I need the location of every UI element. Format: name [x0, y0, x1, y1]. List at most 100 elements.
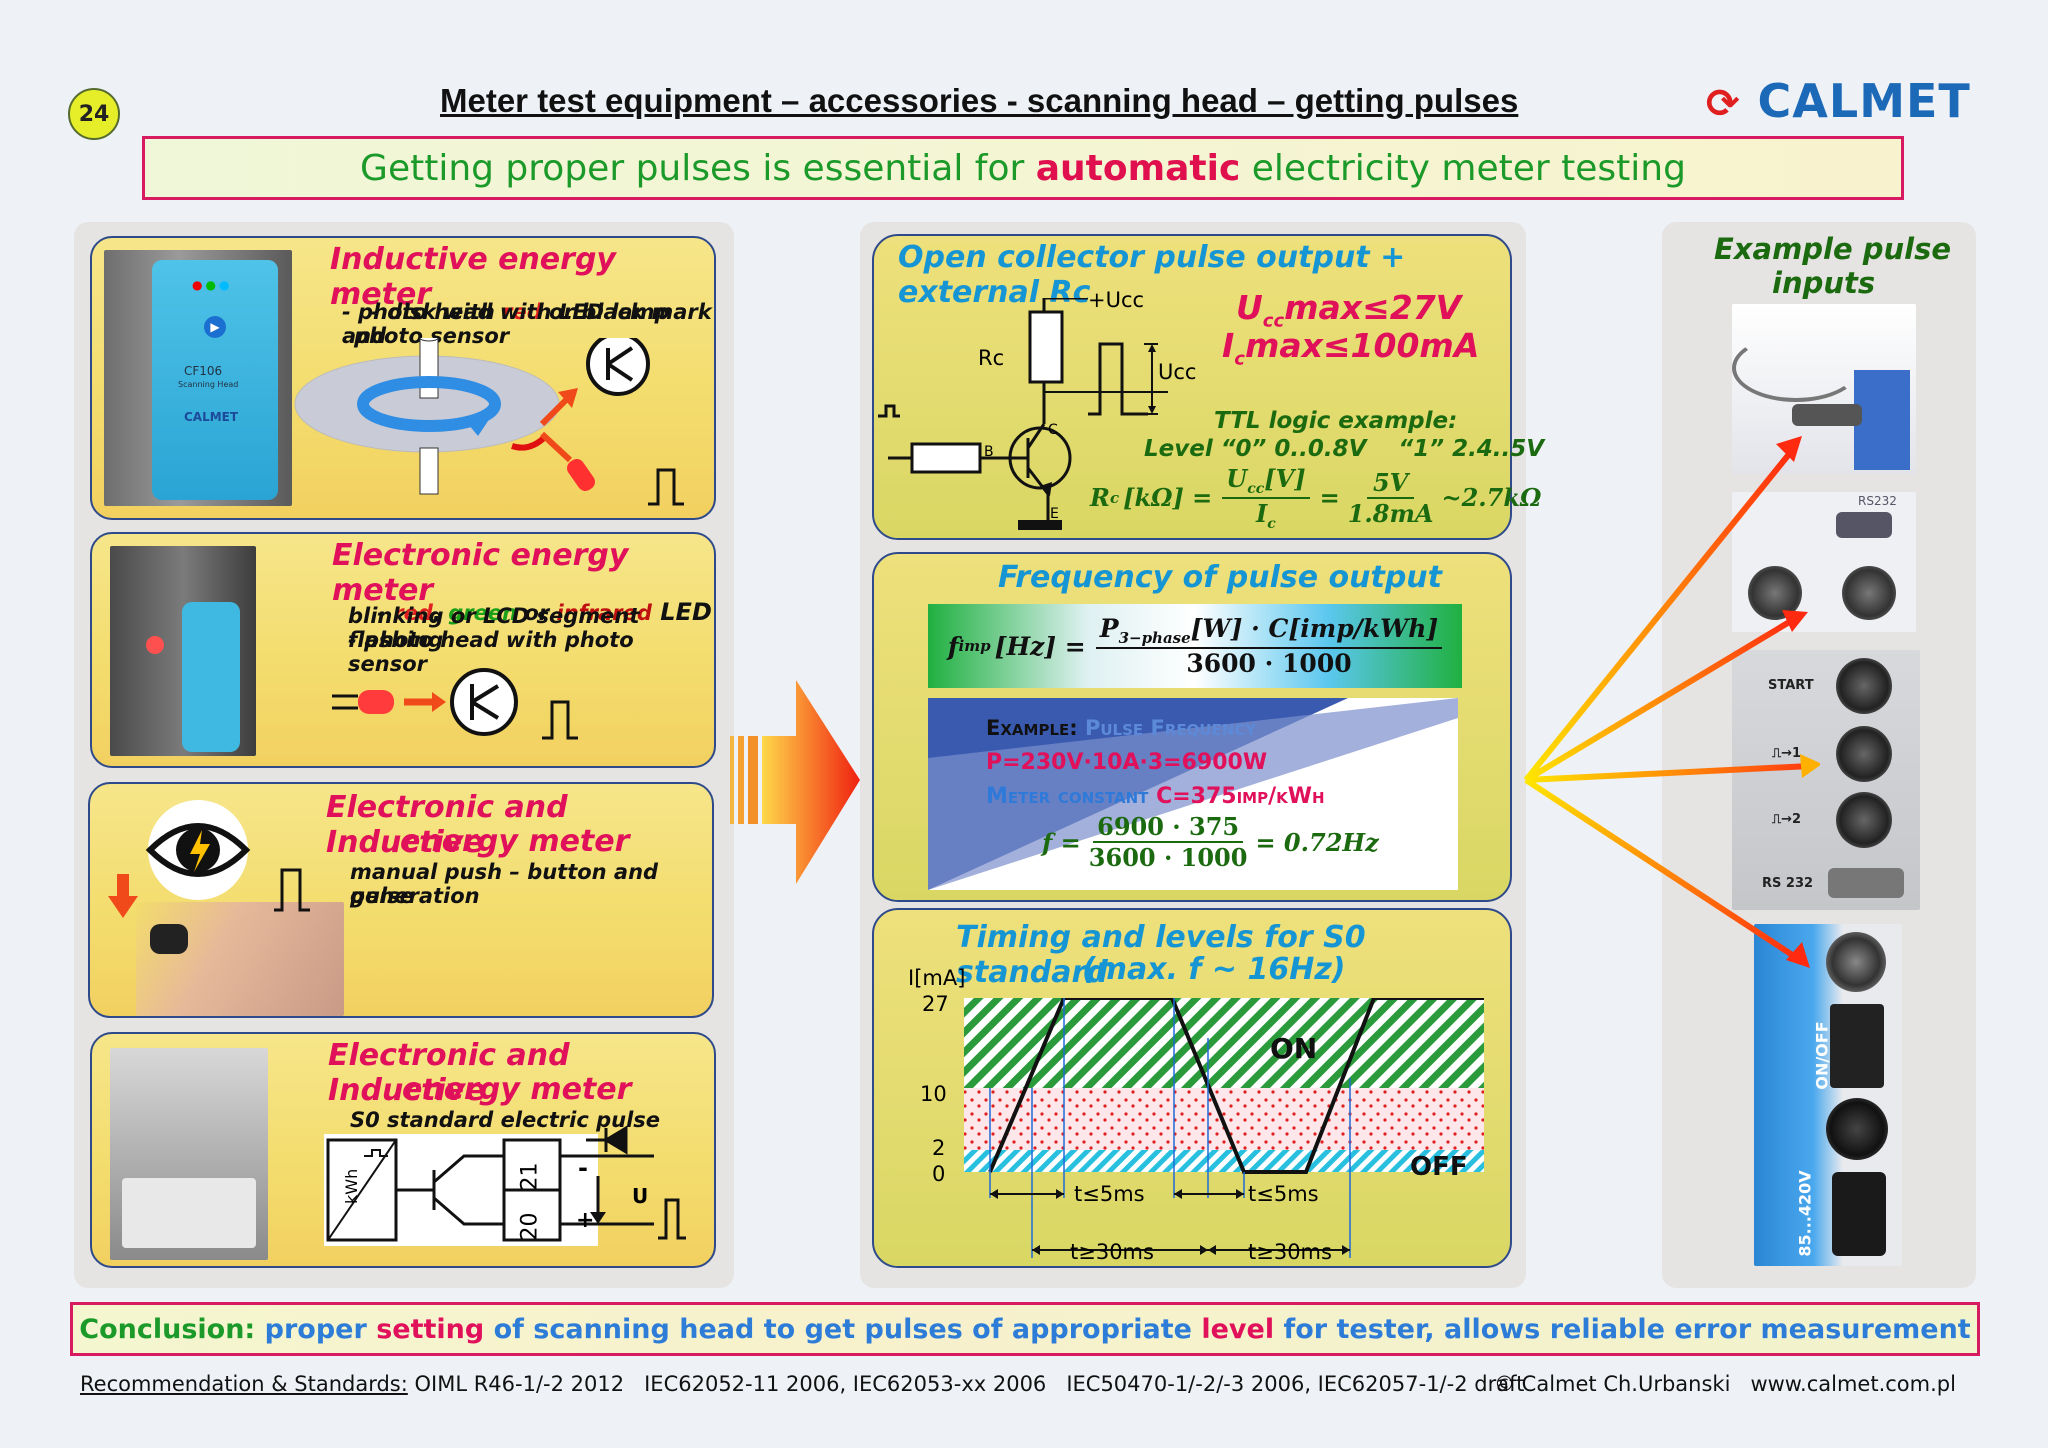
power-panel-photo: ON/OFF 85...420V: [1754, 924, 1902, 1266]
down-arrow-icon: [108, 874, 138, 918]
phototransistor-symbol: [450, 668, 518, 736]
inductive-line1: - disk with red or black mark: [371, 300, 712, 324]
cable-connector-photo: [1732, 304, 1916, 474]
led-to-sensor-diagram: [332, 668, 578, 740]
diode-symbol: [586, 1125, 628, 1155]
fall-time-label: t≤5ms: [1248, 1182, 1319, 1206]
red-led: [358, 690, 394, 714]
terminal-20-box: [502, 1188, 562, 1242]
footer-rec-label: Recommendation & Standards:: [80, 1372, 408, 1396]
logo-mark-icon: ⟳: [1706, 81, 1741, 127]
terminal-plus: +: [576, 1208, 595, 1233]
arrow-to-pulse-socket: [1524, 777, 1802, 963]
device-subtitle: Scanning Head: [178, 380, 239, 389]
pulse-icon: [648, 468, 684, 506]
big-right-arrow: [730, 680, 860, 884]
phototransistor-symbol: [586, 338, 650, 396]
power-inlet: [1832, 1172, 1886, 1256]
emitter-label: E: [1050, 506, 1059, 522]
y-tick-27: 27: [922, 992, 949, 1016]
pulse-icon: [658, 1198, 686, 1240]
timing-heading-1: Timing and levels for S0 standard: [956, 920, 1366, 990]
device-model: CF106: [184, 364, 223, 378]
headline-banner: Getting proper pulses is essential for a…: [142, 136, 1904, 200]
light-arrow-down: [539, 431, 573, 463]
voltage-label: 85...420V: [1795, 1170, 1815, 1257]
calmet-logo: ⟳ CALMET: [1706, 74, 1971, 128]
electronic-line2: blinking or LCD segment flashing: [348, 604, 640, 652]
onoff-label: ON/OFF: [1812, 1021, 1832, 1090]
arrow-to-rs232: [1524, 615, 1798, 783]
led-lamp: [567, 459, 595, 491]
base-resistor: [910, 442, 982, 474]
conclusion-banner: Conclusion: proper setting of scanning h…: [70, 1302, 1980, 1356]
conclusion-level: level: [1201, 1313, 1275, 1345]
s0-line1: S0 standard electric pulse: [350, 1108, 661, 1132]
time-markers: [989, 998, 1351, 1258]
cable: [1732, 334, 1860, 402]
manual-pulse-box: Electronic and Inductive energy meter ma…: [88, 782, 714, 1018]
right-heading-1: Example pulse: [1714, 232, 1952, 266]
on-zone: [964, 998, 1484, 1088]
s0-heading-1: Electronic and Inductive: [328, 1038, 570, 1108]
ttl-levels: Level “0” 0..0.8V “1” 2.4..5V: [1144, 436, 1545, 462]
start-socket: [1836, 658, 1892, 714]
banner-emphasis: automatic: [1035, 147, 1241, 189]
scanning-head-photo: ●●● ▶ CF106 Scanning Head CALMET: [104, 250, 292, 506]
open-collector-box: Open collector pulse output + external R…: [872, 234, 1544, 540]
example-constant: Meter constant C=375imp/kWh: [986, 784, 1325, 809]
inductive-heading: Inductive energy meter: [330, 242, 616, 312]
ic-max: Icmax≤100mA: [1222, 326, 1480, 370]
footer-standards: Recommendation & Standards: OIML R46-1/-…: [80, 1372, 1524, 1396]
conclusion-end: for tester, allows reliable error measur…: [1274, 1313, 1971, 1345]
meter-led-photo: [110, 546, 256, 756]
db9-port: [1836, 512, 1892, 538]
input-pulse-icon: [878, 404, 900, 418]
terminal-21-box: [502, 1138, 562, 1192]
y-tick-10: 10: [920, 1082, 947, 1106]
y-tick-2: 2: [932, 1136, 946, 1160]
s0-heading-2: energy meter: [402, 1072, 632, 1107]
ucc-supply-label: +Ucc: [1088, 288, 1145, 312]
conclusion-middle: of scanning head to get pulses of approp…: [493, 1313, 1202, 1345]
on-duration-label: t≥30ms: [1070, 1240, 1154, 1264]
power-switch: [1830, 1004, 1884, 1088]
manual-heading-1: Electronic and Inductive: [326, 790, 568, 860]
db9-port-bottom: [1828, 868, 1904, 898]
fuse-holder: [1826, 1098, 1888, 1160]
kwh-label: kWh: [342, 1168, 361, 1204]
meter-led-glow: [146, 636, 164, 654]
push-button: [150, 924, 188, 954]
device-brand: CALMET: [184, 410, 239, 424]
example-title: Example: Pulse Frequency: [986, 716, 1257, 740]
play-icon: ▶: [204, 316, 226, 338]
start-label: START: [1768, 678, 1814, 693]
scanning-head-side: [182, 602, 240, 752]
pulse-icon: [274, 868, 310, 912]
conclusion-proper: proper: [264, 1313, 377, 1345]
ucc-amplitude-label: Ucc: [1158, 360, 1197, 384]
conclusion-setting: setting: [376, 1313, 494, 1345]
y-axis-label: I[mA]: [908, 966, 966, 990]
terminal-block: [122, 1178, 256, 1248]
input2-label: ⎍→2: [1772, 812, 1802, 827]
rotation-arrow: [357, 376, 501, 432]
connector-plug: [1792, 404, 1862, 426]
banner-text-before: Getting proper pulses is essential for: [360, 147, 1036, 189]
inductive-line2: - photo head with LED lamp and: [342, 300, 670, 348]
rc-label: Rc: [978, 346, 1005, 370]
ucc-max: Uccmax≤27V: [1236, 288, 1462, 332]
frequency-heading: Frequency of pulse output: [998, 560, 1443, 595]
eye-lightning-icon: [145, 800, 251, 900]
footer-copyright: © Calmet Ch.Urbanski www.calmet.com.pl: [1494, 1372, 1956, 1396]
rise-time-label: t≤5ms: [1074, 1182, 1145, 1206]
disk-shaft-bottom: [419, 447, 439, 495]
rs232-label-top: RS232: [1858, 494, 1897, 508]
terminal-minus: -: [578, 1154, 588, 1182]
arrow-to-connector: [1523, 446, 1797, 782]
timing-diagram: [964, 998, 1484, 1258]
electronic-line3: - photo head with photo sensor: [348, 628, 634, 676]
pulse-icon: [542, 700, 578, 740]
terminal-21-label: 21: [517, 1162, 543, 1191]
